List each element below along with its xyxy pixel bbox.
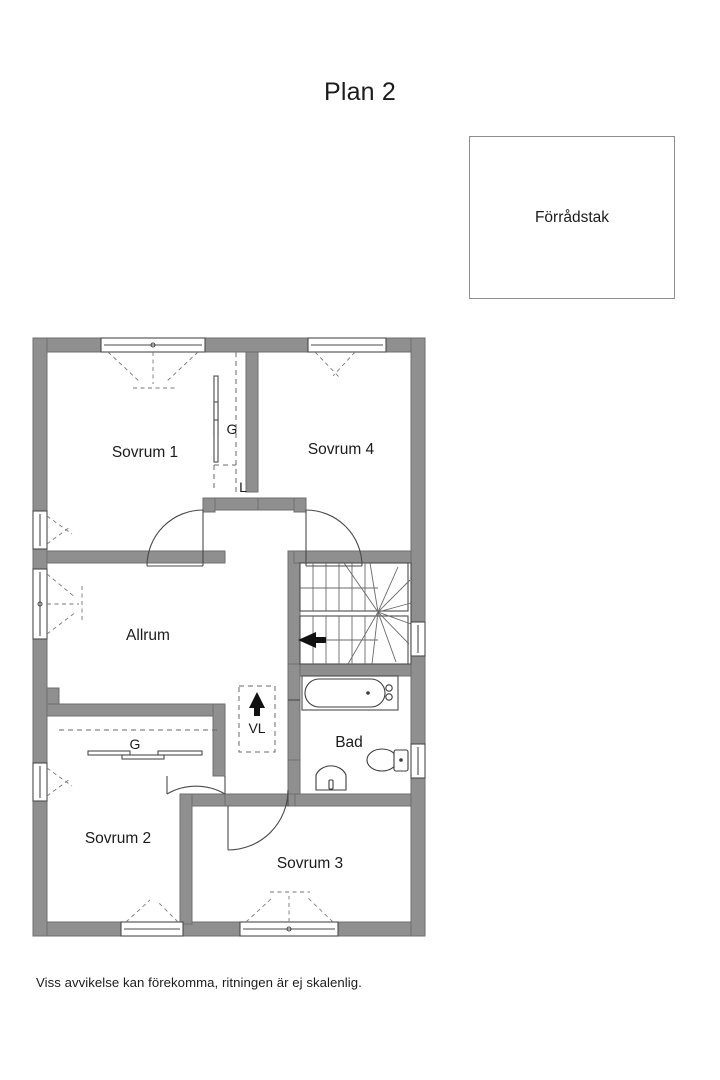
window-sovrum4-top	[307, 337, 387, 379]
attic-hatch-group	[238, 685, 276, 753]
interior-walls	[46, 351, 412, 925]
annex-box: Förrådstak	[469, 136, 675, 299]
footer-disclaimer: Viss avvikelse kan förekomma, ritningen …	[36, 975, 362, 990]
windows	[32, 337, 426, 937]
staircase	[298, 562, 412, 665]
window-sovrum1-top	[100, 337, 206, 389]
window-sovrum2-left	[32, 762, 73, 802]
window-allrum-left-upper	[32, 510, 73, 550]
window-right-bath	[410, 743, 426, 779]
doors	[146, 509, 363, 851]
door-sovrum2	[166, 776, 226, 795]
window-right-stair	[410, 621, 426, 657]
window-sovrum3-bottom	[239, 891, 339, 937]
door-sovrum3	[227, 789, 289, 851]
stair-direction-arrow	[298, 632, 326, 648]
window-allrum-left-lower	[32, 568, 83, 640]
page-title: Plan 2	[323, 78, 397, 106]
bathroom-fixtures	[301, 675, 409, 791]
door-sovrum1	[146, 509, 204, 567]
exterior-walls	[32, 337, 426, 937]
door-sovrum4	[305, 509, 363, 567]
closet-upper-group	[213, 352, 237, 492]
closet-lower-group	[59, 729, 219, 760]
annex-label: Förrådstak	[534, 208, 610, 226]
window-sovrum2-bottom	[120, 899, 184, 937]
